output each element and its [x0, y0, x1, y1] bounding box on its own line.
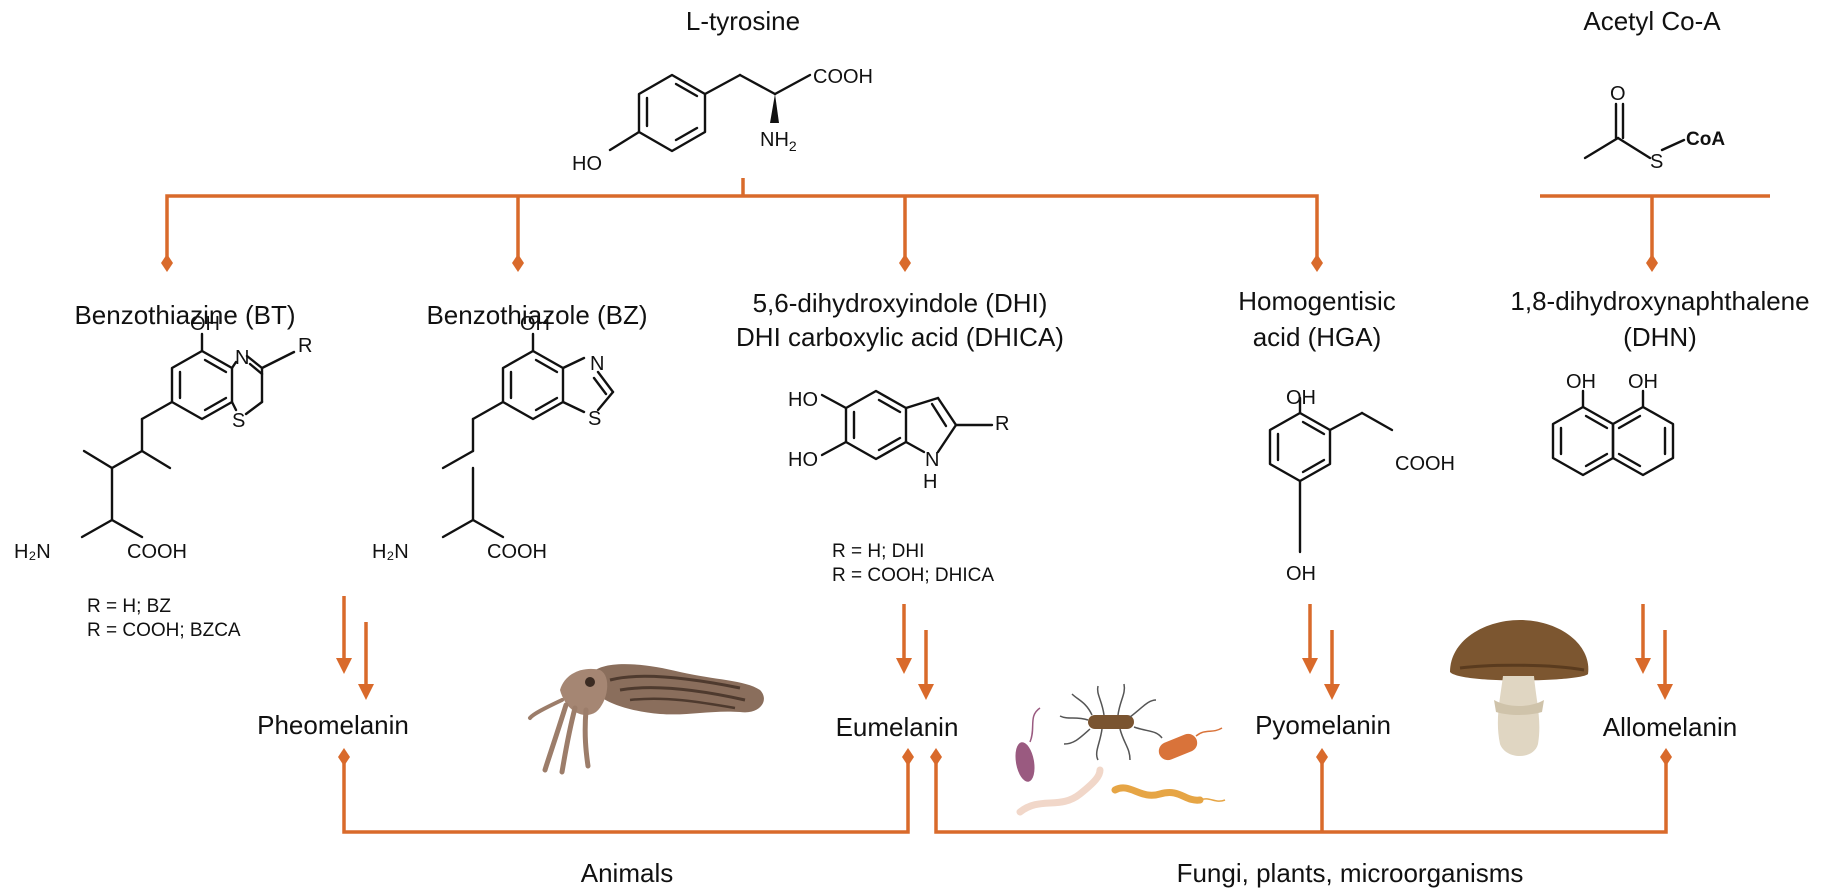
- bt-h2n: H₂N: [14, 541, 51, 563]
- hga-oh-bottom: OH: [1286, 563, 1316, 585]
- acetyl-coa-structure: O S CoA: [1583, 83, 1725, 173]
- tyrosine-group: L-tyrosine COOH NH2 HO: [572, 6, 873, 175]
- bt-r: R: [298, 335, 312, 357]
- arrow-to-pheomelanin: [336, 596, 374, 700]
- hga-label-line2: acid (HGA): [1253, 322, 1382, 352]
- dhi-ho-1: HO: [788, 389, 818, 411]
- bt-oh: OH: [190, 313, 220, 335]
- acetyl-coa-label: Acetyl Co-A: [1583, 6, 1721, 36]
- dhi-h: H: [923, 471, 937, 493]
- tyrosine-label: L-tyrosine: [686, 6, 800, 36]
- arrow-to-eumelanin: [896, 604, 934, 700]
- dhn-structure: OH OH: [1551, 371, 1675, 477]
- dhi-label-line1: 5,6-dihydroxyindole (DHI): [753, 288, 1048, 318]
- dhn-oh-1: OH: [1566, 371, 1596, 393]
- benzothiazole-label: Benzothiazole (BZ): [426, 300, 647, 330]
- acetyl-coa-group: Acetyl Co-A O S CoA: [1583, 6, 1725, 173]
- hga-structure: OH COOH OH: [1268, 387, 1455, 585]
- hga-cooh: COOH: [1395, 453, 1455, 475]
- eumelanin-label: Eumelanin: [836, 712, 959, 742]
- bt-note-1: R = H; BZ: [87, 596, 171, 617]
- fungi-plants-microorganisms-label: Fungi, plants, microorganisms: [1177, 858, 1524, 888]
- acetyl-o: O: [1610, 83, 1626, 105]
- cuttlefish-icon: [528, 664, 764, 775]
- dhn-group: 1,8-dihydroxynaphthalene (DHN) OH OH: [1510, 286, 1810, 477]
- pheomelanin-label: Pheomelanin: [257, 710, 409, 740]
- dhn-oh-2: OH: [1628, 371, 1658, 393]
- dhi-structure: HO HO R N H: [788, 389, 1009, 493]
- animals-label: Animals: [581, 858, 673, 888]
- tyrosine-structure: COOH NH2 HO: [572, 66, 873, 175]
- bottom-connectors: [338, 748, 1672, 834]
- dhi-r: R: [995, 413, 1009, 435]
- top-connectors: [161, 178, 1770, 272]
- benzothiazine-structure: OH N R S H₂N COOH: [14, 313, 312, 563]
- dhi-ho-2: HO: [788, 449, 818, 471]
- tyrosine-ho: HO: [572, 153, 602, 175]
- bz-h2n: H₂N: [372, 541, 409, 563]
- dhi-group: 5,6-dihydroxyindole (DHI) DHI carboxylic…: [736, 288, 1064, 586]
- tyrosine-nh2: NH2: [760, 129, 797, 154]
- bt-s: S: [232, 410, 245, 432]
- bz-cooh: COOH: [487, 541, 547, 563]
- hga-oh-top: OH: [1286, 387, 1316, 409]
- dhi-note-1: R = H; DHI: [832, 541, 924, 562]
- bt-cooh: COOH: [127, 541, 187, 563]
- dhi-note-2: R = COOH; DHICA: [832, 565, 994, 586]
- hga-group: Homogentisic acid (HGA) OH COOH OH: [1238, 286, 1455, 585]
- allomelanin-label: Allomelanin: [1603, 712, 1737, 742]
- microorganisms-icon: [1015, 683, 1226, 816]
- benzothiazole-structure: OH N S H₂N COOH: [372, 313, 615, 563]
- benzothiazine-label: Benzothiazine (BT): [74, 300, 295, 330]
- dhi-label-line2: DHI carboxylic acid (DHICA): [736, 322, 1064, 352]
- bz-n: N: [590, 353, 604, 375]
- bz-oh: OH: [520, 313, 550, 335]
- dhn-label-line1: 1,8-dihydroxynaphthalene: [1510, 286, 1809, 316]
- dhn-label-line2: (DHN): [1623, 322, 1697, 352]
- bt-n: N: [235, 347, 249, 369]
- conversion-arrows: [336, 596, 1673, 700]
- acetyl-s: S: [1650, 151, 1663, 173]
- arrow-to-allomelanin: [1635, 604, 1673, 700]
- benzothiazine-group: Benzothiazine (BT) OH N R S H₂N COOH: [14, 300, 312, 641]
- pyomelanin-label: Pyomelanin: [1255, 710, 1391, 740]
- benzothiazole-group: Benzothiazole (BZ) OH N S H₂N COOH: [372, 300, 648, 563]
- acetyl-coa-text: CoA: [1686, 129, 1725, 150]
- bt-note-2: R = COOH; BZCA: [87, 620, 241, 641]
- dhi-n: N: [925, 449, 939, 471]
- hga-label-line1: Homogentisic: [1238, 286, 1396, 316]
- tyrosine-cooh: COOH: [813, 66, 873, 88]
- mushroom-icon: [1450, 620, 1589, 756]
- arrow-to-pyomelanin: [1302, 604, 1340, 700]
- bz-s: S: [588, 408, 601, 430]
